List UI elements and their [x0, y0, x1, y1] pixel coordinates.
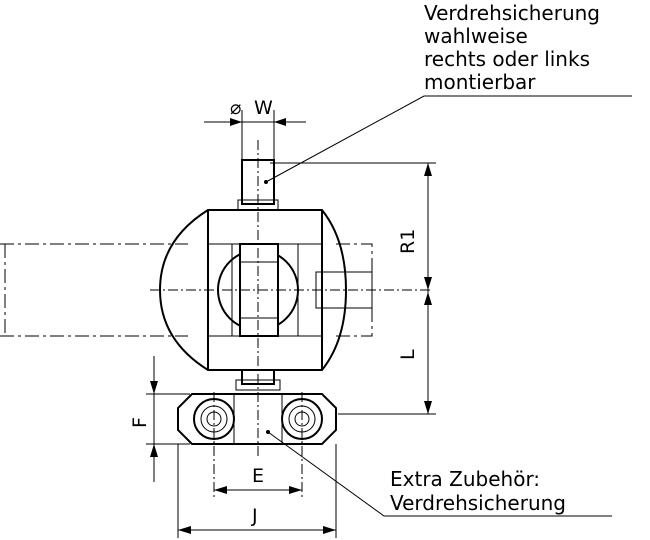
- dim-j: J: [177, 444, 337, 538]
- anti-rotation-plate: [177, 393, 337, 445]
- dim-e: E: [214, 465, 302, 494]
- dim-w-label: W: [254, 97, 273, 119]
- leader-lines: [264, 95, 632, 517]
- callout-extra-line-1: Extra Zubehör:: [390, 467, 540, 491]
- phantom-clamped-part: [0, 243, 188, 337]
- dim-w-diameter: ⌀ W: [204, 97, 306, 150]
- callout-anti-rotation-optional: Verdrehsicherung wahlweise rechts oder l…: [424, 1, 600, 94]
- callout-extra-line-2: Verdrehsicherung: [390, 491, 566, 515]
- dim-f: F: [129, 356, 190, 482]
- callout-extra-accessory: Extra Zubehör: Verdrehsicherung: [390, 467, 566, 515]
- dim-r1: R1: [270, 162, 436, 290]
- dim-e-label: E: [252, 465, 264, 487]
- callout-line-2: wahlweise: [424, 24, 528, 48]
- dim-l-label: L: [397, 349, 419, 360]
- callout-line-1: Verdrehsicherung: [424, 1, 600, 25]
- diameter-symbol: ⌀: [230, 97, 241, 119]
- dim-f-label: F: [129, 417, 151, 428]
- dim-l: L: [338, 290, 436, 415]
- dim-r1-label: R1: [397, 229, 419, 254]
- dim-j-label: J: [251, 505, 258, 527]
- center-lines: [150, 140, 430, 500]
- callout-line-4: montierbar: [424, 70, 536, 94]
- callout-line-3: rechts oder links: [424, 47, 590, 71]
